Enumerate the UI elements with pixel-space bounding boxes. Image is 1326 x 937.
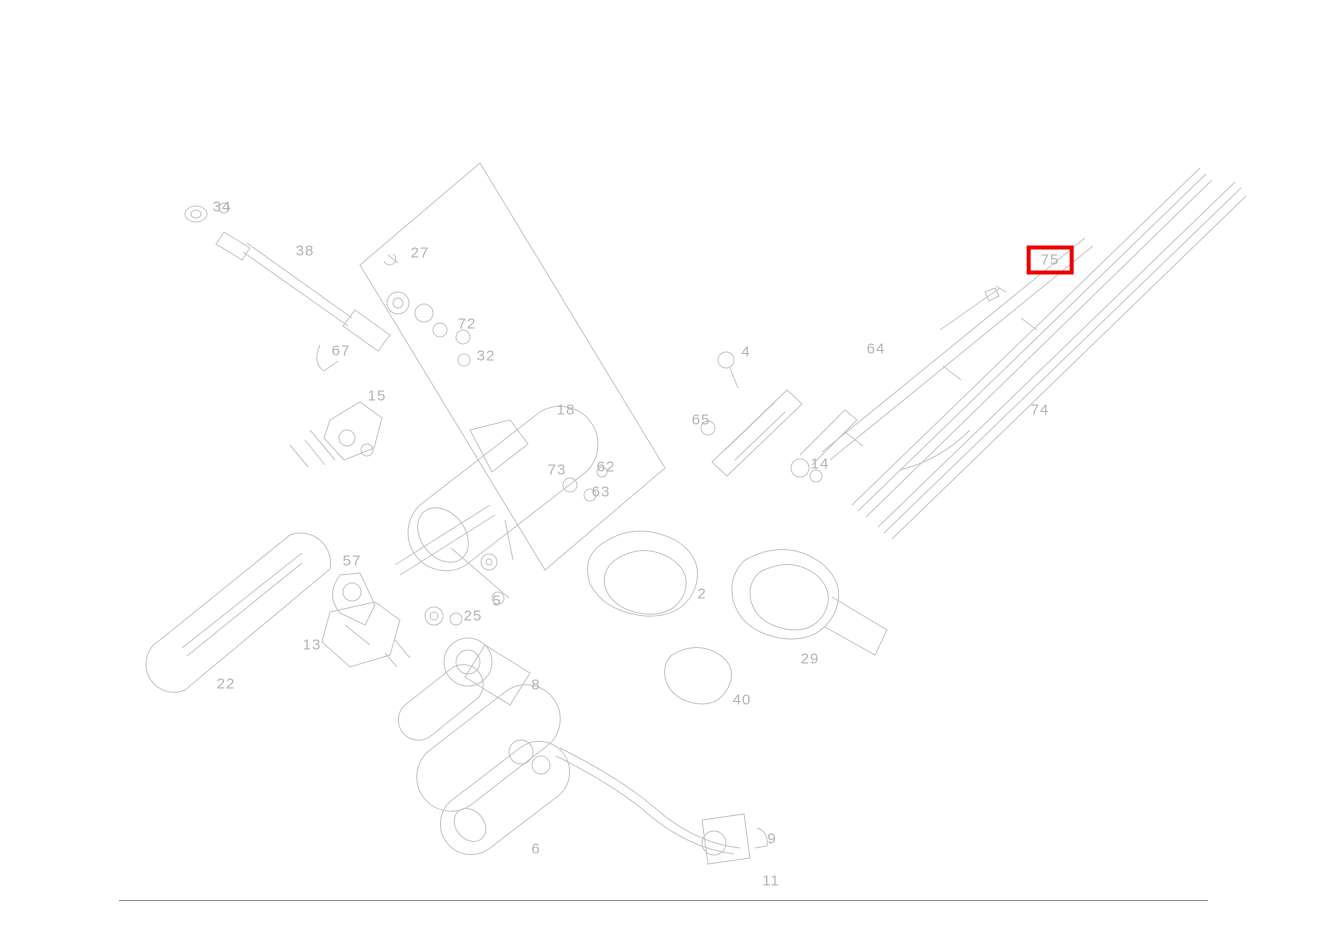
part-label-4[interactable]: 4	[741, 343, 751, 361]
part-label-38[interactable]: 38	[295, 242, 315, 260]
part-label-11[interactable]: 11	[762, 872, 780, 890]
part-label-29[interactable]: 29	[800, 650, 820, 668]
part-label-63[interactable]: 63	[591, 483, 611, 501]
part-label-74[interactable]: 74	[1030, 401, 1050, 419]
part-label-18[interactable]: 18	[556, 401, 576, 419]
part-label-62[interactable]: 62	[596, 458, 616, 476]
part-label-57[interactable]: 57	[342, 552, 362, 570]
part-label-64[interactable]: 64	[866, 340, 886, 358]
part-label-2[interactable]: 2	[697, 585, 707, 603]
part-label-27[interactable]: 27	[410, 244, 430, 262]
part-label-32[interactable]: 32	[476, 347, 496, 365]
part-label-6[interactable]: 6	[531, 840, 541, 858]
part-label-14[interactable]: 14	[810, 455, 830, 473]
part-label-34[interactable]: 34	[212, 198, 232, 216]
part-label-22[interactable]: 22	[216, 675, 236, 693]
bottom-divider	[119, 900, 1208, 901]
part-label-8[interactable]: 8	[531, 676, 541, 694]
part-label-13[interactable]: 13	[302, 636, 322, 654]
part-label-5[interactable]: 5	[492, 592, 502, 610]
part-label-75-highlighted[interactable]: 75	[1026, 245, 1074, 275]
part-label-73[interactable]: 73	[547, 461, 567, 479]
part-label-40[interactable]: 40	[732, 691, 752, 709]
part-label-67[interactable]: 67	[331, 342, 351, 360]
part-label-72[interactable]: 72	[457, 315, 477, 333]
part-label-25[interactable]: 25	[463, 607, 483, 625]
part-label-65[interactable]: 65	[691, 411, 711, 429]
part-label-9[interactable]: 9	[767, 830, 777, 848]
part-label-15[interactable]: 15	[367, 387, 387, 405]
